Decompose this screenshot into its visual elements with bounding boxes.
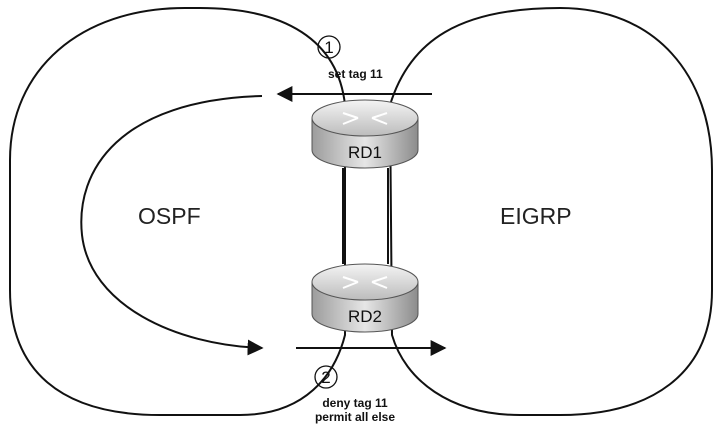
step-2-circle	[314, 365, 338, 389]
router-rd1-label: RD1	[348, 143, 382, 162]
router-rd2-label: RD2	[348, 307, 382, 326]
router-rd1: RD1	[311, 99, 419, 169]
step-1-text: set tag 11	[328, 67, 383, 81]
step-1-number: 1	[324, 38, 333, 57]
router-arrows-icon	[342, 112, 388, 125]
step-2-text-line1: deny tag 11	[322, 396, 388, 410]
step-1-circle	[317, 35, 341, 59]
ospf-domain-label: OSPF	[138, 203, 201, 229]
step-2-number: 2	[321, 368, 330, 387]
eigrp-domain-label: EIGRP	[500, 203, 572, 229]
ospf-domain-boundary	[9, 7, 346, 416]
router-rd2: RD2	[311, 263, 419, 333]
step-2-text-line2: permit all else	[315, 410, 395, 424]
router-arrows-icon	[342, 276, 388, 289]
eigrp-domain-boundary	[388, 6, 713, 416]
arrow-ospf-flood	[80, 95, 264, 356]
